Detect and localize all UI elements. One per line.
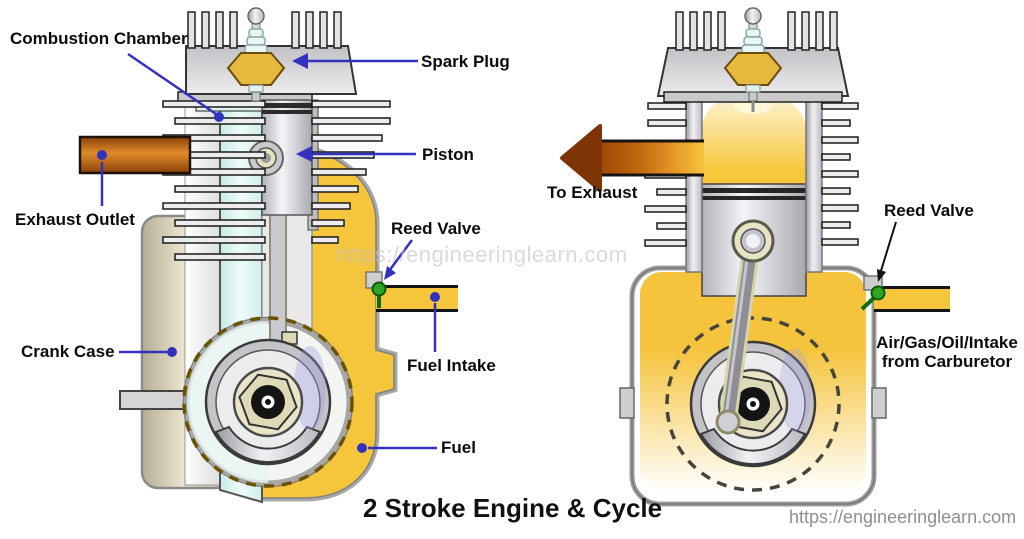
reed-valve-graphic-right: [860, 285, 886, 311]
connecting-rod-right: [715, 240, 761, 435]
spark-plug-graphic-right: [723, 7, 783, 112]
crankshaft-right: [689, 340, 817, 468]
carburetor-intake-pipe: [874, 286, 950, 312]
pointer-combustion-chamber: [127, 52, 217, 116]
label-reed-valve-left: Reed Valve: [391, 219, 481, 238]
label-crank-case: Crank Case: [21, 342, 115, 361]
label-carburetor-intake: Air/Gas/Oil/Intake from Carburetor: [872, 333, 1022, 371]
label-combustion-chamber: Combustion Chamber: [10, 29, 188, 48]
label-spark-plug: Spark Plug: [421, 52, 510, 71]
fuel-intake-pipe: [376, 285, 458, 312]
pointer-reed-valve-right: [877, 221, 897, 282]
label-pointers: [97, 52, 440, 453]
connecting-rod-left: [269, 209, 287, 351]
label-to-exhaust: To Exhaust: [547, 183, 638, 202]
reed-valve-graphic-left: [371, 281, 387, 308]
diagram-title: 2 Stroke Engine & Cycle: [363, 493, 663, 523]
label-reed-valve-right: Reed Valve: [884, 201, 974, 220]
label-fuel: Fuel: [441, 438, 476, 457]
cooling-fins-right-engine: [644, 102, 859, 247]
piston-graphic-left: [248, 99, 313, 216]
label-fuel-intake: Fuel Intake: [407, 356, 496, 375]
pointer-reed-valve-left: [387, 239, 414, 272]
label-piston: Piston: [422, 145, 474, 164]
spark-plug-graphic-left: [226, 7, 286, 102]
cylinder-sweep-dashed-right: [665, 316, 841, 492]
right-engine: [560, 7, 950, 507]
cylinder-head-fins-left: [185, 11, 358, 95]
label-exhaust-outlet: Exhaust Outlet: [15, 210, 135, 229]
crankshaft-left: [204, 338, 332, 466]
combustion-chamber-charge: [702, 97, 806, 184]
exhaust-pipe: [78, 135, 192, 175]
exhaust-arrow: [560, 124, 704, 192]
label-carburetor-intake-line1: Air/Gas/Oil/Intake: [876, 333, 1018, 352]
watermark-text: https://engineeringlearn.com: [336, 242, 628, 267]
cylinder-sweep-dashed: [182, 316, 354, 488]
left-engine: [78, 7, 458, 504]
label-carburetor-intake-line2: from Carburetor: [881, 352, 1013, 371]
source-url: https://engineeringlearn.com: [789, 507, 1017, 527]
